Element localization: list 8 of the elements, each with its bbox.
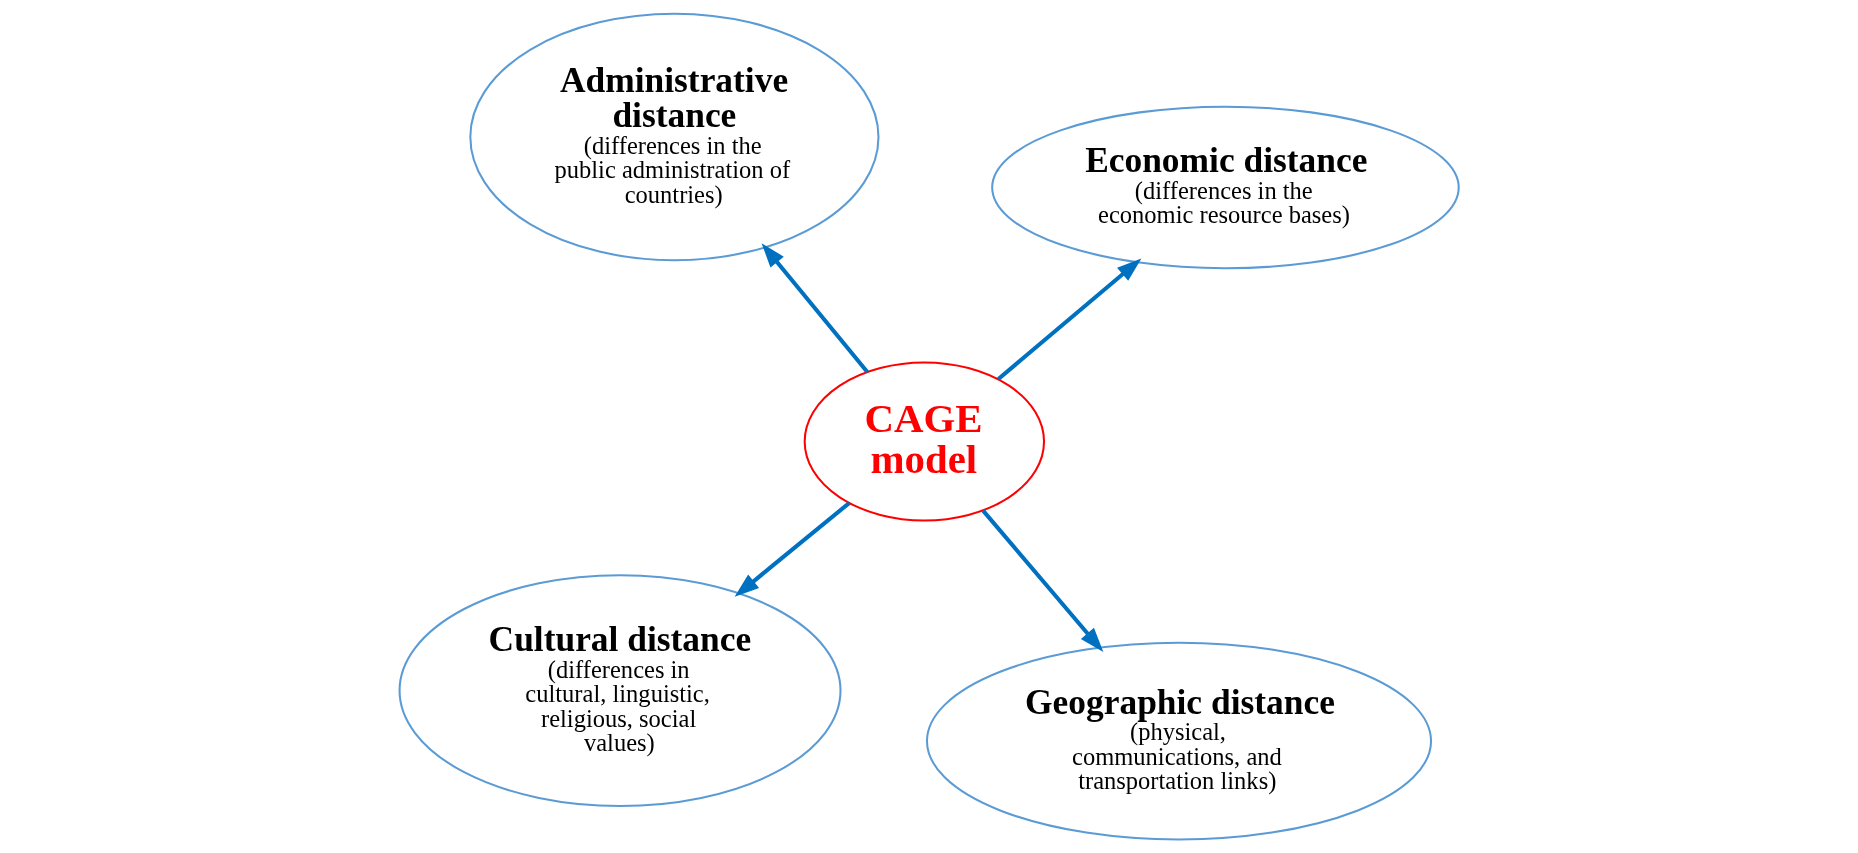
arrow — [734, 501, 851, 597]
node-ellipse: Economic distance (differences in the economic resource bases) — [991, 105, 1460, 270]
arrow — [761, 243, 869, 374]
node-ellipse: Geographic distance (physical, communications, and transportation links) — [925, 641, 1433, 841]
arrow — [981, 509, 1104, 653]
node-ellipse: CAGE model — [803, 361, 1046, 522]
node-ellipse: Administrative distance (differences in the public administration of countries) — [469, 12, 880, 262]
arrow — [997, 258, 1142, 381]
